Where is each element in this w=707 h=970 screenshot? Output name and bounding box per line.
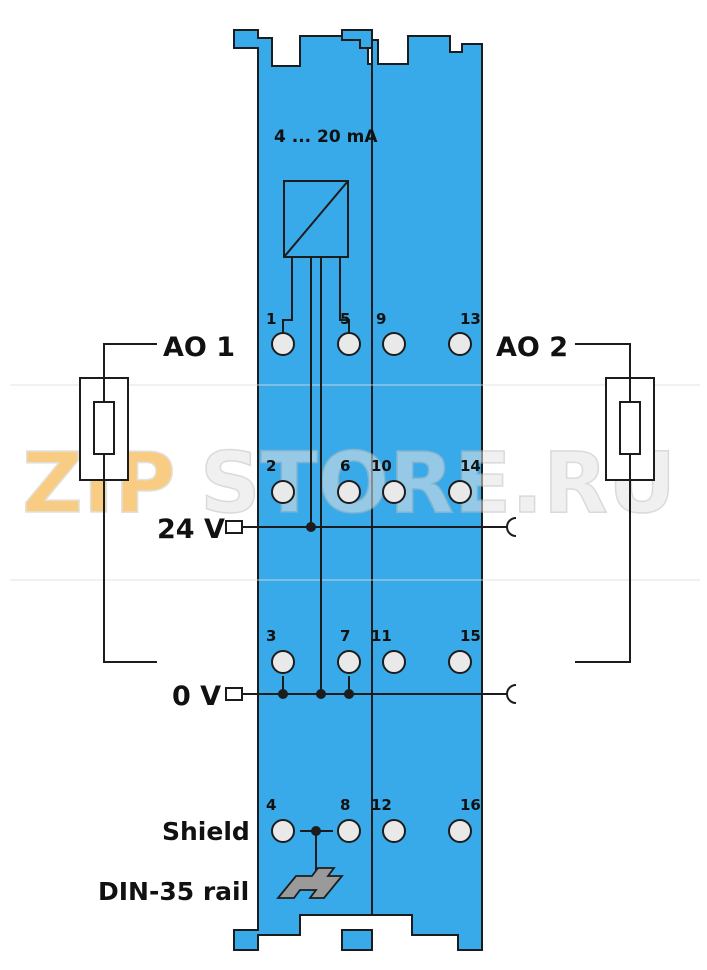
resistor-ao1-icon — [93, 401, 115, 455]
terminal-number: 12 — [371, 796, 392, 814]
ao1-label: AO 1 — [163, 332, 235, 363]
terminal-16[interactable] — [448, 819, 472, 843]
housing-left — [233, 29, 373, 951]
watermark-text-secondary: STORE.RU — [200, 434, 676, 532]
shield-label: Shield — [162, 817, 250, 846]
rail-0v-junction-3 — [344, 689, 354, 699]
terminal-number: 6 — [340, 457, 350, 475]
rail-24v-terminal-icon — [225, 520, 243, 534]
terminal-3[interactable] — [271, 650, 295, 674]
terminal-7[interactable] — [337, 650, 361, 674]
load-ao2 — [575, 343, 655, 663]
terminal-8[interactable] — [337, 819, 361, 843]
terminal-number: 9 — [376, 310, 386, 328]
rail-0v — [225, 684, 517, 704]
rail-0v-junction-2 — [316, 689, 326, 699]
terminal-4[interactable] — [271, 819, 295, 843]
bottom-latch — [341, 929, 373, 951]
module-housing — [233, 29, 483, 951]
housing-right — [371, 35, 483, 951]
terminal-number: 16 — [460, 796, 481, 814]
converter-symbol — [283, 180, 349, 258]
rail-24v-connector-icon — [506, 517, 517, 537]
terminal-contacts — [271, 332, 472, 843]
terminal-number: 11 — [371, 627, 392, 645]
ao2-label: AO 2 — [496, 332, 568, 363]
internal-wiring — [282, 257, 350, 876]
terminal-13[interactable] — [448, 332, 472, 356]
terminal-1[interactable] — [271, 332, 295, 356]
resistor-ao2-icon — [619, 401, 641, 455]
shield-junction — [311, 826, 321, 836]
top-latch — [341, 29, 373, 49]
supply-24v-label: 24 V — [157, 514, 225, 545]
terminal-number: 5 — [340, 310, 350, 328]
terminal-9[interactable] — [382, 332, 406, 356]
terminal-12[interactable] — [382, 819, 406, 843]
terminal-15[interactable] — [448, 650, 472, 674]
terminal-number: 4 — [266, 796, 276, 814]
rail-0v-connector-icon — [506, 684, 517, 704]
terminal-number: 10 — [371, 457, 392, 475]
rail-24v — [225, 517, 517, 537]
din-rail-label: DIN-35 rail — [98, 877, 249, 906]
rail-0v-terminal-icon — [225, 687, 243, 701]
terminal-number: 14 — [460, 457, 481, 475]
supply-0v-label: 0 V — [172, 681, 221, 712]
terminal-number: 2 — [266, 457, 276, 475]
terminal-5[interactable] — [337, 332, 361, 356]
terminal-numbers: 1 5 9 13 2 6 10 14 3 7 11 15 4 8 12 16 — [266, 310, 481, 814]
signal-range-label: 4 ... 20 mA — [274, 127, 378, 147]
terminal-number: 1 — [266, 310, 276, 328]
terminal-number: 3 — [266, 627, 276, 645]
rail-24v-junction — [306, 522, 316, 532]
terminal-10[interactable] — [382, 480, 406, 504]
terminal-6[interactable] — [337, 480, 361, 504]
terminal-number: 7 — [340, 627, 350, 645]
terminal-number: 15 — [460, 627, 481, 645]
terminal-14[interactable] — [448, 480, 472, 504]
terminal-number: 8 — [340, 796, 350, 814]
din-rail-icon — [276, 867, 344, 899]
load-ao1 — [79, 343, 157, 663]
rail-0v-junction-1 — [278, 689, 288, 699]
terminal-number: 13 — [460, 310, 481, 328]
terminal-11[interactable] — [382, 650, 406, 674]
terminal-2[interactable] — [271, 480, 295, 504]
